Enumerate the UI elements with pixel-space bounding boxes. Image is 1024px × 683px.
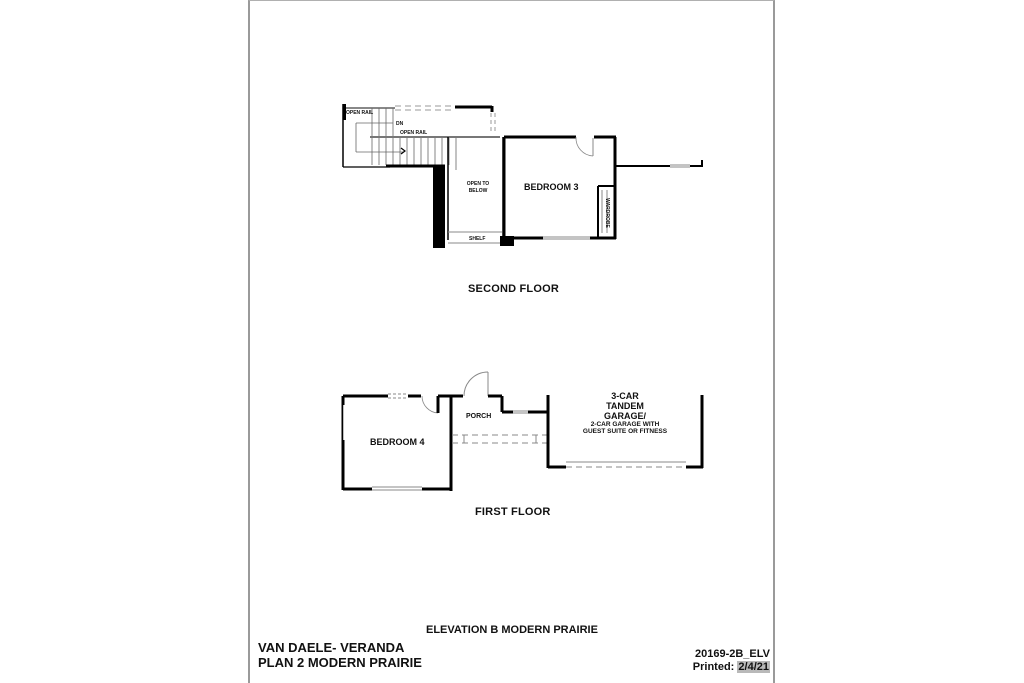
first-floor-plan bbox=[341, 371, 704, 491]
bedroom-4-label: BEDROOM 4 bbox=[370, 437, 425, 447]
porch-label: PORCH bbox=[466, 413, 492, 420]
drawing-code-block: 20169-2B_ELV Printed: 2/4/21 bbox=[693, 648, 770, 674]
plan-name: PLAN 2 MODERN PRAIRIE bbox=[258, 655, 422, 670]
garage-label: 3-CAR TANDEM GARAGE/ 2-CAR GARAGE WITH G… bbox=[582, 391, 668, 435]
open-rail-label-top: OPEN RAIL bbox=[346, 110, 374, 116]
first-floor-title: FIRST FLOOR bbox=[475, 506, 551, 518]
open-rail-label-mid: OPEN RAIL bbox=[400, 130, 428, 136]
elevation-title: ELEVATION B MODERN PRAIRIE bbox=[426, 624, 598, 636]
second-floor-plan bbox=[342, 104, 703, 248]
printed-date: 2/4/21 bbox=[737, 661, 770, 673]
wardrobe-label: WARDROBE bbox=[603, 198, 610, 228]
printed-line: Printed: 2/4/21 bbox=[693, 661, 770, 674]
drawing-sheet bbox=[248, 0, 775, 683]
bedroom-3-label: BEDROOM 3 bbox=[524, 182, 579, 192]
printed-label: Printed: bbox=[692, 661, 735, 673]
dn-label: DN bbox=[396, 121, 404, 127]
open-to-below-label: OPEN TO BELOW bbox=[466, 181, 490, 194]
drawing-code: 20169-2B_ELV bbox=[694, 648, 770, 660]
project-name: VAN DAELE- VERANDA bbox=[258, 640, 405, 655]
second-floor-title: SECOND FLOOR bbox=[468, 283, 560, 295]
shelf-label: SHELF bbox=[469, 236, 486, 242]
